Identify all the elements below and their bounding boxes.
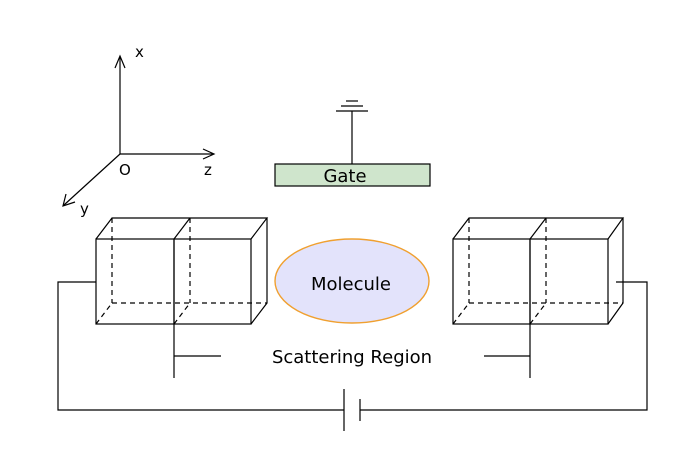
left-electrode xyxy=(95,217,269,325)
x-axis-arrowhead xyxy=(114,54,126,69)
y-axis-arrowhead xyxy=(62,193,76,207)
z-axis-arrowhead xyxy=(202,148,216,160)
scattering-region-bracket: Scattering Region xyxy=(173,324,531,378)
circuit-wire-right xyxy=(360,281,648,411)
right-box-top-divider xyxy=(529,217,547,240)
y-axis-label: y xyxy=(80,200,89,218)
left-hidden-edge-corner-1 xyxy=(95,302,113,325)
y-axis xyxy=(63,153,121,206)
left-box-top-divider xyxy=(173,217,191,240)
gate-assembly: Gate xyxy=(274,100,431,187)
left-box-front-2 xyxy=(173,238,252,325)
gate-electrode xyxy=(274,163,431,187)
gate-label: Gate xyxy=(323,166,366,187)
molecule-ellipse xyxy=(274,238,430,324)
right-box-front-1 xyxy=(452,238,531,325)
molecule-label: Molecule xyxy=(311,274,391,295)
bias-circuit xyxy=(57,281,648,431)
right-box-side xyxy=(607,218,624,325)
right-hidden-edge-corner-1 xyxy=(452,302,470,325)
left-hidden-edge-corner-2 xyxy=(173,302,191,325)
origin-label: O xyxy=(119,161,131,179)
right-hidden-edge-corner-2 xyxy=(529,302,547,325)
scattering-region-label: Scattering Region xyxy=(272,347,432,368)
coordinate-axes: x z y O xyxy=(62,43,216,218)
circuit-wire-left xyxy=(57,281,344,411)
right-box-front-2 xyxy=(529,238,609,325)
molecule: Molecule xyxy=(274,238,430,324)
x-axis-label: x xyxy=(135,43,144,61)
left-box-front-1 xyxy=(95,238,175,325)
left-box-side xyxy=(250,218,268,325)
right-electrode xyxy=(452,217,625,325)
z-axis-label: z xyxy=(204,161,212,179)
